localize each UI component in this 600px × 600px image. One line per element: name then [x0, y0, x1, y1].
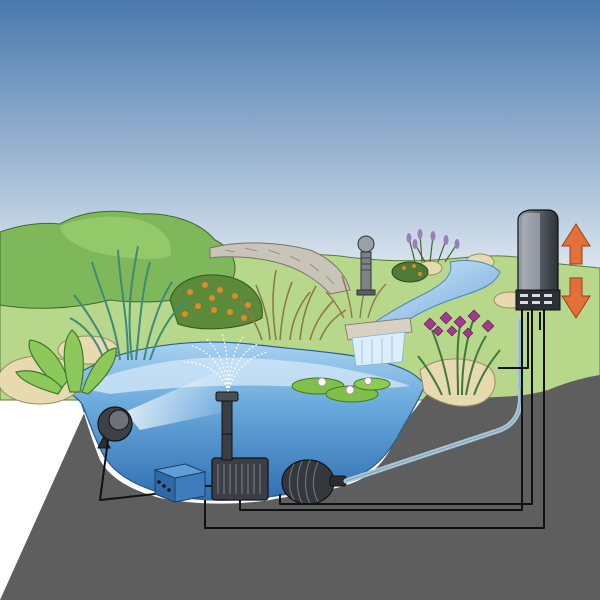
- garden-path: [209, 242, 351, 295]
- lavender-plant: [406, 229, 460, 263]
- brown-grass-middle: [239, 269, 347, 341]
- reed-grass-left: [69, 245, 187, 361]
- fountain-jet: [215, 391, 239, 435]
- water-lilies: [291, 377, 391, 403]
- iris-plant: [417, 309, 501, 396]
- double-arrow-icon: [561, 223, 591, 319]
- water-hose-outline: [345, 319, 522, 482]
- outdoor-control-unit: [515, 209, 561, 311]
- garden-bollard-light: [356, 235, 376, 296]
- fountain-spray: [183, 333, 269, 393]
- waterfall-streaks: [361, 336, 393, 364]
- left-shrub-highlight: [60, 216, 171, 259]
- waterfall: [351, 331, 406, 367]
- pressure-filter: [281, 459, 347, 505]
- waterfall-ledge: [344, 317, 413, 341]
- stream: [359, 259, 501, 333]
- fountain-pump: [211, 433, 269, 501]
- path-stones: [224, 247, 335, 285]
- orange-flower-shrub: [169, 274, 263, 330]
- left-shrub-mass: [0, 210, 236, 309]
- spotlight-beam: [125, 370, 235, 430]
- power-cables: [99, 310, 545, 529]
- ground: [0, 375, 600, 600]
- junction-box: [153, 463, 207, 503]
- small-back-shrub: [391, 261, 429, 283]
- hosta-plant: [15, 329, 117, 395]
